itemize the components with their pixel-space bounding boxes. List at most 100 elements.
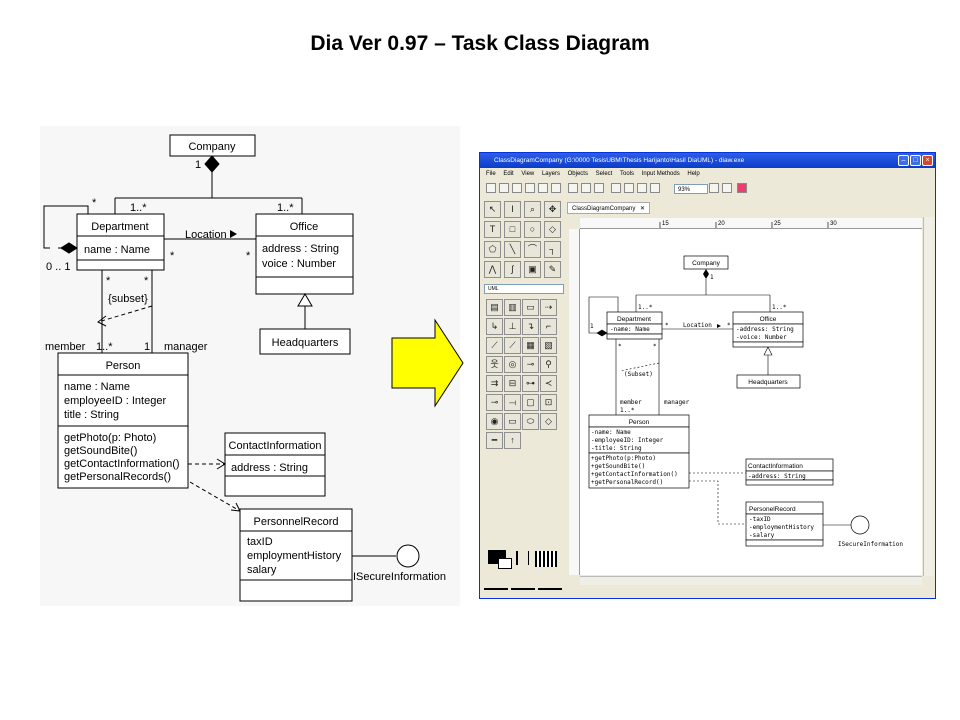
image-tool-icon[interactable]: ▣ [524,261,541,278]
uml-bar-icon[interactable]: ━ [486,432,503,449]
open-file-icon[interactable] [499,183,509,193]
uml-template-class-icon[interactable]: ▥ [504,299,521,316]
menu-objects[interactable]: Objects [567,171,588,177]
zoom-best-icon[interactable] [650,183,660,193]
diagram-canvas[interactable]: Company 1 1..* 1..* Department -name: Na… [580,229,922,575]
line-style-icon[interactable] [535,551,557,567]
uml-largepackage-icon[interactable]: ▦ [522,337,539,354]
ellipse-tool-icon[interactable]: ○ [524,221,541,238]
cut-icon[interactable] [581,183,591,193]
uml-class-icon[interactable]: ▤ [486,299,503,316]
pointer-tool-icon[interactable]: ↖ [484,201,501,218]
uml-decision-icon[interactable]: ◇ [540,413,557,430]
dia-app-window: ClassDiagramCompany (G:\0000 TesisUBM\Th… [479,152,936,599]
menu-select[interactable]: Select [595,171,613,177]
polygon-tool-icon[interactable]: ◇ [544,221,561,238]
close-button[interactable]: × [922,155,933,166]
horizontal-scrollbar[interactable] [580,576,922,585]
uml-object-icon[interactable]: ⚲ [540,356,557,373]
save-as-icon[interactable] [525,183,535,193]
svg-text:*: * [144,275,149,287]
uml-note-icon[interactable]: ▭ [522,299,539,316]
close-tab-icon[interactable]: ✕ [640,206,646,212]
uml-transition-icon[interactable]: ⟞ [504,394,521,411]
uml-actor-icon[interactable]: 웃 [486,356,503,373]
magnify-tool-icon[interactable]: ⌕ [524,201,541,218]
zoom-in-icon[interactable] [611,183,621,193]
uml-implements-icon[interactable]: ⌐ [540,318,557,335]
uml-realizes-icon[interactable]: ↳ [486,318,503,335]
line-width-icon[interactable] [516,551,529,565]
uml-smallpackage-icon[interactable]: ⟋ [504,337,521,354]
uml-component-icon[interactable]: ▧ [540,337,557,354]
uml-classicon-icon[interactable]: ⊶ [522,375,539,392]
uml-arrow-up-icon[interactable]: ↑ [504,432,521,449]
svg-text:Headquarters: Headquarters [272,337,339,349]
polyline-tool-icon[interactable]: ⋀ [484,261,501,278]
export-icon[interactable] [538,183,548,193]
zigzag-tool-icon[interactable]: ┐ [544,241,561,258]
uml-branch-icon[interactable]: ▢ [522,394,539,411]
line-tool-icon[interactable]: ╲ [504,241,521,258]
line-type-icon[interactable] [511,576,535,590]
svg-text:-taxID: -taxID [749,516,771,523]
snap-grid-icon[interactable] [722,183,732,193]
print-icon[interactable] [551,183,561,193]
uml-state-icon[interactable]: ▭ [504,413,521,430]
menu-edit[interactable]: Edit [503,171,514,177]
end-arrow-icon[interactable] [538,576,562,590]
text-tool-icon[interactable]: T [484,221,501,238]
uml-node-icon[interactable]: ⊟ [504,375,521,392]
svg-text:Office: Office [760,316,777,323]
menu-input-methods[interactable]: Input Methods [641,171,680,177]
menu-help[interactable]: Help [687,171,700,177]
svg-text:1..*: 1..* [772,304,787,311]
background-color-swatch[interactable] [498,558,512,569]
save-icon[interactable] [512,183,522,193]
svg-text:getSoundBite(): getSoundBite() [64,445,137,457]
uml-state-term-icon[interactable]: ≺ [540,375,557,392]
menu-view[interactable]: View [521,171,535,177]
menu-file[interactable]: File [486,171,496,177]
svg-text:voice : Number: voice : Number [262,258,336,270]
minimize-button[interactable]: – [898,155,909,166]
zoom-fit-icon[interactable] [637,183,647,193]
sheet-select[interactable]: UML [484,284,564,294]
scroll-tool-icon[interactable]: ✥ [544,201,561,218]
uml-usecase-icon[interactable]: ◎ [504,356,521,373]
office-class: Office address : String voice : Number [255,213,354,295]
menu-tools[interactable]: Tools [620,171,635,177]
zoom-out-icon[interactable] [624,183,634,193]
box-tool-icon[interactable]: □ [504,221,521,238]
uml-association-icon[interactable]: ↴ [522,318,539,335]
vertical-scrollbar[interactable] [923,217,934,576]
start-arrow-icon[interactable] [484,576,508,590]
uml-rounded-icon[interactable]: ⬭ [522,413,539,430]
maximize-button[interactable]: □ [910,155,921,166]
uml-lifeline-icon[interactable]: ⊸ [522,356,539,373]
zoom-dropdown-icon[interactable] [709,183,719,193]
text-edit-tool-icon[interactable]: I [504,201,521,218]
svg-text:Department: Department [91,221,148,233]
uml-initial-state-icon[interactable]: ◉ [486,413,503,430]
uml-fork-icon[interactable]: ⊸ [486,394,503,411]
uml-generalization-icon[interactable]: ⊥ [504,318,521,335]
color-palette-icon[interactable] [737,183,747,193]
uml-dependency-icon[interactable]: ⇢ [540,299,557,316]
uml-activity-icon[interactable]: ⊡ [540,394,557,411]
uml-message-icon[interactable]: ⇉ [486,375,503,392]
zoom-select[interactable]: 93% [674,184,708,194]
bezierline-tool-icon[interactable]: ∫ [504,261,521,278]
copy-icon[interactable] [568,183,578,193]
uml-constraint-icon[interactable]: ⟋ [486,337,503,354]
beziergon-tool-icon[interactable]: ⬠ [484,241,501,258]
menu-layers[interactable]: Layers [541,171,560,177]
tab-diagram[interactable]: ClassDiagramCompany ✕ [567,202,651,214]
arc-tool-icon[interactable]: ⌒ [524,241,541,258]
new-file-icon[interactable] [486,183,496,193]
svg-text:-name: Name: -name: Name [591,429,631,436]
menu-bar: File Edit View Layers Objects Select Too… [480,169,935,180]
paste-icon[interactable] [594,183,604,193]
svg-text:-employeeID: Integer: -employeeID: Integer [591,437,664,444]
outline-tool-icon[interactable]: ✎ [544,261,561,278]
